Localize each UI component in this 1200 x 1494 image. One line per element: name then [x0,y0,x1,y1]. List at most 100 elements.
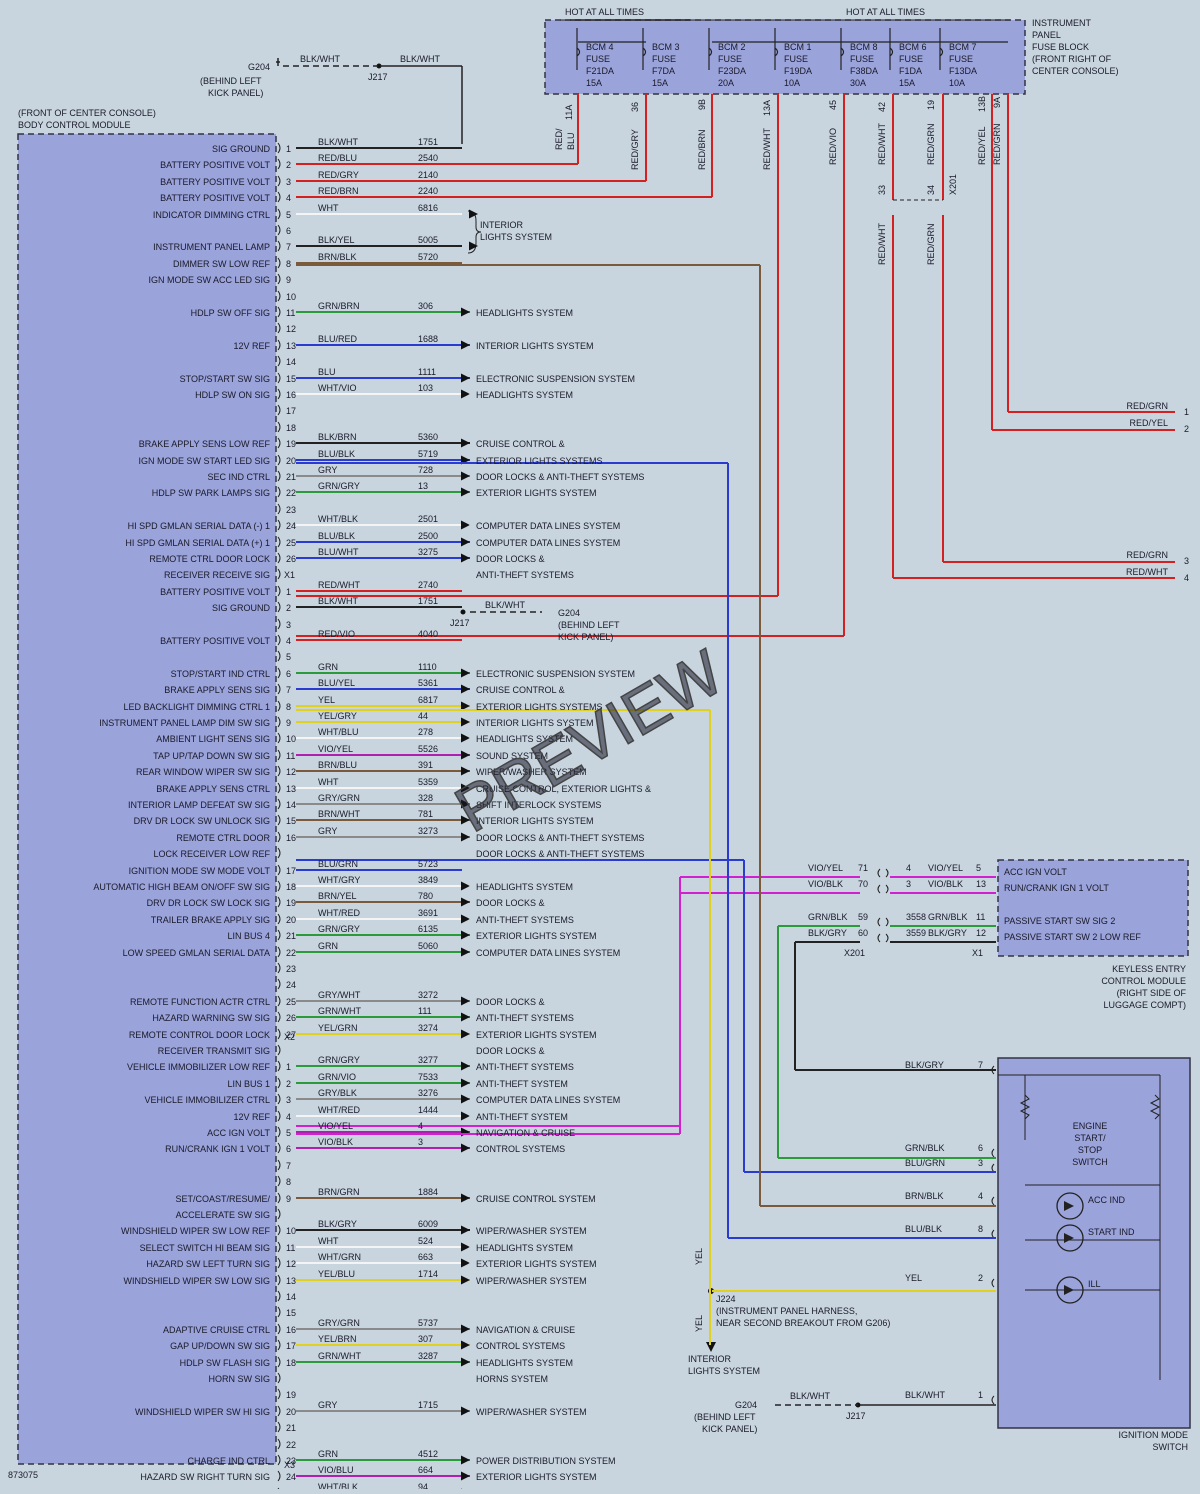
splice-label: (INSTRUMENT PANEL HARNESS, [716,1306,857,1316]
bcm-pin-number: 11 [286,751,295,761]
bcm-pin-signal: HI SPD GMLAN SERIAL DATA (+) 1 [125,538,270,548]
connector-bracket [991,1148,995,1158]
module-signal: RUN/CRANK IGN 1 VOLT [1004,883,1109,893]
arrow-icon [461,1471,470,1481]
bcm-pin-number: 11 [286,1243,295,1253]
bcm-pin-signal: BATTERY POSITIVE VOLT [160,193,270,203]
connector-bracket [277,749,281,761]
wire-color: BLK/YEL [318,235,355,245]
bcm-pin-signal: INSTRUMENT PANEL LAMP [153,242,270,252]
bcm-pin-number: 24 [286,980,296,990]
bcm-pin-number: 15 [286,1308,296,1318]
circuit-number: 5361 [418,678,438,688]
arrow-icon [461,799,470,809]
circuit-number: 3277 [418,1055,438,1065]
arrow-icon [461,832,470,842]
bcm-pin-signal: TRAILER BRAKE APPLY SIG [151,915,270,925]
connector-bracket [877,884,889,894]
destination: HEADLIGHTS SYSTEM [476,308,573,318]
bcm-pin-number: 16 [286,1325,296,1335]
keyless-module [997,859,1189,957]
circuit-number: 5737 [418,1318,438,1328]
bcm-pin-signal: HDLP SW FLASH SIG [180,1358,270,1368]
bcm-pin-signal: LIN BUS 1 [227,1079,270,1089]
vertical-label: RED/ [554,128,564,150]
indicator-label: START IND [1088,1227,1135,1237]
fuse-word: FUSE [784,54,808,64]
destination: HEADLIGHTS SYSTEM [476,390,573,400]
circuit-number: 728 [418,465,433,475]
arrow-icon [461,815,470,825]
bcm-pin-signal: HORN SW SIG [208,1374,270,1384]
connector-bracket [277,175,281,187]
connector-pin: 12 [976,928,986,938]
circuit-number: 1111 [418,367,436,377]
fuse-block-label: INSTRUMENT [1032,18,1091,28]
bcm-pin-number: 3 [286,177,291,187]
connector-bracket [277,1438,281,1450]
fuse-block-label: (FRONT RIGHT OF [1032,54,1112,64]
connector-pin: 11 [976,912,985,922]
arrow-icon [706,1342,716,1352]
circuit-number: 5060 [418,941,438,951]
ground-label: G204 [558,608,580,618]
wire-color: GRN [318,1449,338,1459]
wire-color: GRN/BLK [928,912,968,922]
fuse-name: BCM 2 [718,42,746,52]
destination: INTERIOR LIGHTS SYSTEM [476,718,594,728]
bcm-pin-signal: AMBIENT LIGHT SENS SIG [156,734,270,744]
wire-color: GRN [318,662,338,672]
bcm-pin-signal: RECEIVER TRANSMIT SIG [158,1046,270,1056]
connector-bracket [277,1126,281,1138]
wire-color: BLU/BLK [905,1224,942,1234]
destination: ANTI-THEFT SYSTEM [476,1112,568,1122]
bcm-pin-number: 12 [286,1259,296,1269]
bcm-pin-number: 17 [286,406,296,416]
destination: LIGHTS SYSTEM [688,1366,760,1376]
arrow-icon [461,1455,470,1465]
circuit-number: 7533 [418,1072,438,1082]
connector-bracket [277,1339,281,1351]
arrow-icon [461,1340,470,1350]
fuse-name: BCM 7 [949,42,977,52]
connector-bracket [877,868,889,878]
connector-bracket [277,585,281,597]
connector-bracket [277,454,281,466]
wire-color: YEL/GRY [318,711,357,721]
destination: SOUND SYSTEM [476,751,548,761]
destination: DOOR LOCKS & [476,898,545,908]
arrow-icon [461,717,470,727]
bcm-pin-signal: HI SPD GMLAN SERIAL DATA (-) 1 [128,521,270,531]
vertical-label: RED/WHT [877,223,887,265]
circuit-number: 13 [418,481,428,491]
circuit-number: 103 [418,383,433,393]
destination: DOOR LOCKS & ANTI-THEFT SYSTEMS [476,472,644,482]
output-color: RED/YEL [1129,418,1168,428]
bcm-pin-number: 19 [286,1390,296,1400]
wire-color: WHT/BLU [318,727,359,737]
arrow-icon [461,1143,470,1153]
connector-bracket [277,552,281,564]
bcm-pin-number: 5 [286,1128,291,1138]
bcm-pin-signal: RUN/CRANK IGN 1 VOLT [165,1144,270,1154]
wire-color: BLU/GRN [905,1158,945,1168]
destination: ANTI-THEFT SYSTEMS [476,570,574,580]
vertical-label: 13B [977,96,987,112]
connector-bracket [277,683,281,695]
bcm-pin-signal: BRAKE APPLY SENS CTRL [156,784,270,794]
circuit-number: 2501 [418,514,438,524]
arrow-icon [469,241,478,251]
bcm-pin-number: 7 [286,1161,291,1171]
connector-bracket [277,290,281,302]
arrow-icon [461,947,470,957]
destination: POWER DISTRIBUTION SYSTEM [476,1456,616,1466]
connector-pin: 70 [858,879,868,889]
connector-bracket [277,765,281,777]
connector-bracket [277,536,281,548]
connector-bracket [277,470,281,482]
bcm-pin-number: 25 [286,538,296,548]
wire-color: GRN/GRY [318,1055,360,1065]
bcm-pin-number: 1 [286,144,291,154]
circuit-number: 4040 [418,629,438,639]
bcm-pin-number: 13 [286,784,296,794]
